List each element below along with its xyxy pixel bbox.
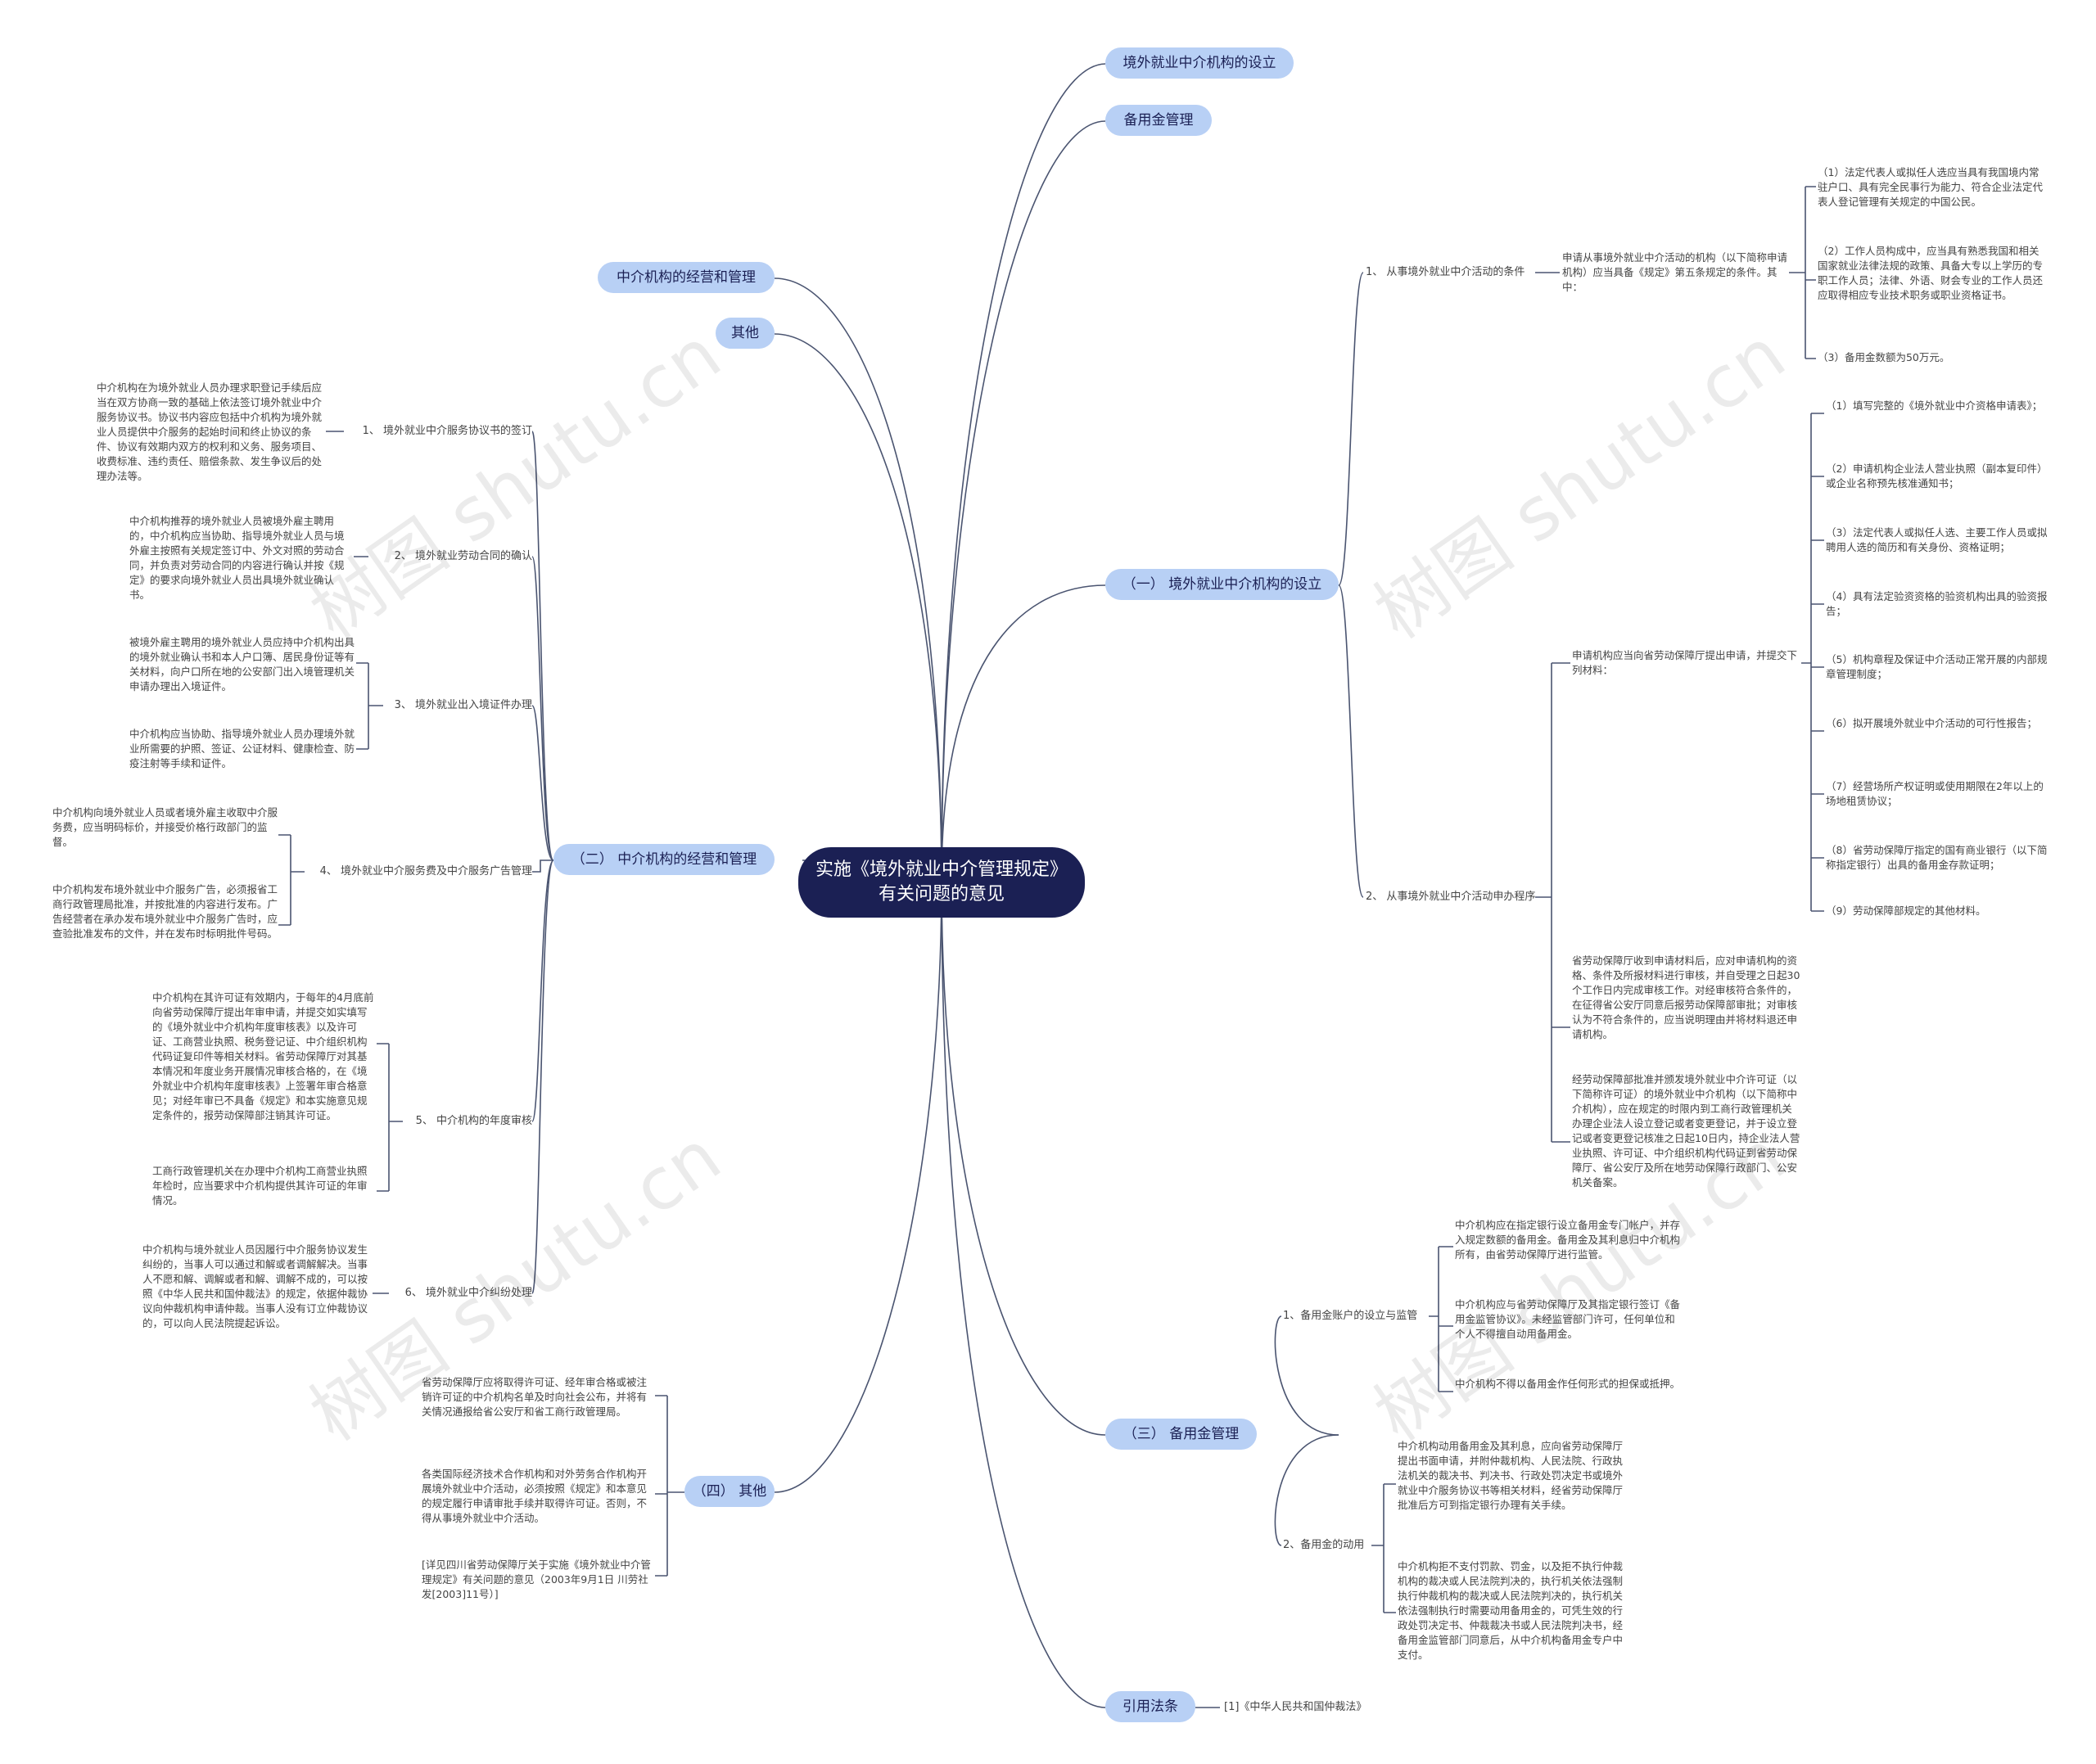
sec2-item-leaf: 中介机构向境外就业人员或者境外雇主收取中介服务费，应当明码标价，并接受价格行政部… — [52, 806, 278, 848]
topic-sec4[interactable]: （四） 其他 — [684, 1476, 775, 1507]
topic-cite[interactable]: 引用法条 — [1105, 1691, 1195, 1722]
sec3-c2-label[interactable]: 2、备用金的动用 — [1283, 1539, 1365, 1551]
sec1-c1-leaf: （2）工作人员构成中，应当具有熟悉我国和相关国家就业法律法规的政策、具备大专以上… — [1818, 245, 2044, 301]
sec1-c2-leaf: （3）法定代表人或拟任人选、主要工作人员或拟聘用人选的简历和有关身份、资格证明； — [1826, 526, 2048, 553]
sec2-item-leaf: 中介机构推荐的境外就业人员被境外雇主聘用的，中介机构应当协助、指导境外就业人员与… — [129, 515, 345, 601]
topic-qita[interactable]: 其他 — [716, 318, 775, 349]
topic-zhongjie-sheli[interactable]: 境外就业中介机构的设立 — [1105, 47, 1294, 79]
sec2-item-label[interactable]: 1、 境外就业中介服务协议书的签订 — [362, 425, 532, 437]
sec1-c2-leaf: （8）省劳动保障厅指定的国有商业银行（以下简称指定银行）出具的备用金存款证明； — [1826, 844, 2048, 871]
sec1-c2-label[interactable]: 2、 从事境外就业中介活动申办程序 — [1366, 891, 1536, 903]
topic-sec2[interactable]: （二） 中介机构的经营和管理 — [553, 844, 775, 875]
root-topic[interactable]: 实施《境外就业中介管理规定》有关问题的意见 — [798, 847, 1085, 918]
sec3-c2-leaf: 中介机构动用备用金及其利息，应向省劳动保障厅提出书面申请，并附仲裁机构、人民法院… — [1398, 1440, 1624, 1511]
sec4-leaf: 省劳动保障厅应将取得许可证、经年审合格或被注销许可证的中介机构名单及时向社会公布… — [422, 1376, 648, 1418]
topic-sec1[interactable]: （一） 境外就业中介机构的设立 — [1105, 569, 1339, 600]
topic-jingying-guanli[interactable]: 中介机构的经营和管理 — [598, 262, 775, 293]
topic-sec3[interactable]: （三） 备用金管理 — [1105, 1419, 1257, 1450]
sec2-item-label[interactable]: 2、 境外就业劳动合同的确认 — [394, 550, 532, 562]
sec4-leaf: 各类国际经济技术合作机构和对外劳务合作机构开展境外就业中介活动，必须按照《规定》… — [422, 1468, 648, 1524]
sec3-c2-leaf: 中介机构拒不支付罚款、罚金，以及拒不执行仲裁机构的裁决或人民法院判决的，执行机关… — [1398, 1560, 1624, 1661]
sec2-item-leaf: 被境外雇主聘用的境外就业人员应持中介机构出具的境外就业确认书和本人户口簿、居民身… — [129, 636, 355, 693]
sec1-c2-leaf: （1）填写完整的《境外就业中介资格申请表》； — [1826, 399, 2043, 412]
sec3-c1-leaf: 中介机构不得以备用金作任何形式的担保或抵押。 — [1455, 1378, 1681, 1390]
sec2-item-leaf: 工商行政管理机关在办理中介机构工商营业执照年检时，应当要求中介机构提供其许可证的… — [152, 1165, 368, 1207]
sec1-c2-extra: 经劳动保障部批准并颁发境外就业中介许可证（以下简称许可证）的境外就业中介机构（以… — [1572, 1073, 1800, 1189]
sec2-item-leaf: 中介机构在其许可证有效期内，于每年的4月底前向省劳动保障厅提出年审申请，并提交如… — [152, 991, 374, 1121]
sec2-item-leaf: 中介机构发布境外就业中介服务广告，必须报省工商行政管理局批准，并按批准的内容进行… — [52, 883, 278, 940]
sec3-c1-leaf: 中介机构应与省劳动保障厅及其指定银行签订《备用金监管协议》。未经监管部门许可，任… — [1455, 1298, 1681, 1340]
sec1-c1-leaf: （1）法定代表人或拟任人选应当具有我国境内常驻户口、具有完全民事行为能力、符合企… — [1818, 166, 2044, 208]
sec2-item-leaf: 中介机构在为境外就业人员办理求职登记手续后应当在双方协商一致的基础上依法签订境外… — [97, 381, 323, 482]
sec1-c1-mid: 申请从事境外就业中介活动的机构（以下简称申请机构）应当具备《规定》第五条规定的条… — [1562, 251, 1788, 293]
sec3-c1-leaf: 中介机构应在指定银行设立备用金专门帐户，并存入规定数额的备用金。备用金及其利息归… — [1455, 1219, 1681, 1261]
sec2-item-label[interactable]: 6、 境外就业中介纠纷处理 — [404, 1287, 532, 1299]
sec1-c2-leaf: （7）经营场所产权证明或使用期限在2年以上的场地租赁协议； — [1826, 780, 2044, 807]
cite-leaf: [1]《中华人民共和国仲裁法》 — [1224, 1701, 1367, 1713]
sec1-c1-leaf: （3）备用金数额为50万元。 — [1818, 351, 1950, 363]
sec1-c1-label[interactable]: 1、 从事境外就业中介活动的条件 — [1366, 266, 1525, 278]
sec2-item-label[interactable]: 4、 境外就业中介服务费及中介服务广告管理 — [319, 865, 532, 877]
sec2-item-leaf: 中介机构应当协助、指导境外就业人员办理境外就业所需要的护照、签证、公证材料、健康… — [129, 728, 355, 769]
sec1-c2-leaf: （5）机构章程及保证中介活动正常开展的内部规章管理制度； — [1826, 653, 2048, 680]
sec2-item-leaf: 中介机构与境外就业人员因履行中介服务协议发生纠纷的，当事人可以通过和解或者调解解… — [142, 1243, 368, 1329]
sec1-c2-leaf: （6）拟开展境外就业中介活动的可行性报告； — [1826, 717, 2037, 729]
sec3-c1-label[interactable]: 1、备用金账户的设立与监管 — [1283, 1310, 1418, 1322]
sec1-c2-extra: 省劳动保障厅收到申请材料后，应对申请机构的资格、条件及所报材料进行审核，并自受理… — [1572, 954, 1800, 1040]
sec2-item-label[interactable]: 3、 境外就业出入境证件办理 — [394, 699, 532, 711]
sec1-c2-leaf: （4）具有法定验资资格的验资机构出具的验资报告； — [1826, 590, 2048, 617]
sec1-c2-leaf: （9）劳动保障部规定的其他材料。 — [1826, 905, 1986, 917]
sec2-item-label[interactable]: 5、 中介机构的年度审核 — [415, 1115, 532, 1127]
sec1-c2-leaf: （2）申请机构企业法人营业执照（副本复印件）或企业名称预先核准通知书； — [1826, 462, 2048, 489]
sec4-leaf: [详见四川省劳动保障厅关于实施《境外就业中介管理规定》有关问题的意见（2003年… — [422, 1559, 651, 1600]
sec1-c2-mid: 申请机构应当向省劳动保障厅提出申请，并提交下列材料： — [1572, 649, 1798, 676]
topic-beiyongjin[interactable]: 备用金管理 — [1105, 105, 1212, 136]
